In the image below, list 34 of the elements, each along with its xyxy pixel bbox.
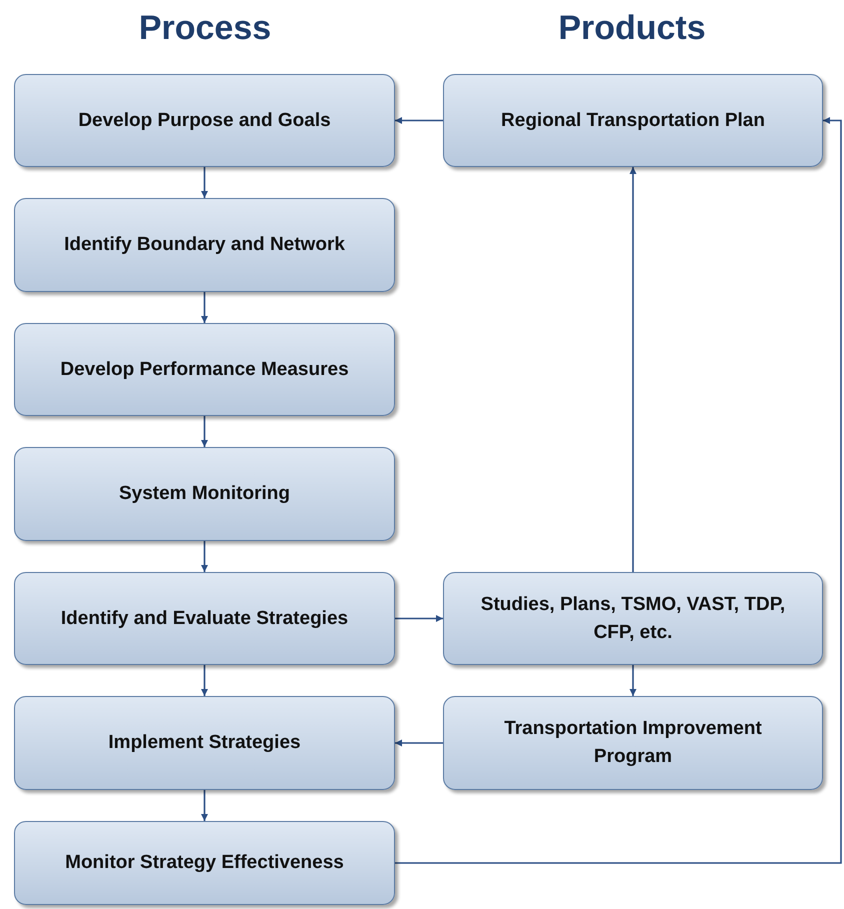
process-box — [14, 572, 395, 665]
column-heading: Products — [558, 8, 706, 48]
process-box — [14, 447, 395, 541]
box-label: Transportation Improvement Program — [503, 717, 763, 769]
column-heading: Process — [138, 8, 272, 48]
arrow — [395, 117, 842, 864]
process-box — [14, 821, 395, 905]
process-box — [443, 696, 823, 790]
process-box — [443, 74, 823, 167]
process-box — [14, 696, 395, 790]
arrow — [395, 615, 443, 622]
arrow — [201, 790, 208, 821]
arrow — [395, 117, 443, 124]
box-label: Identify and Evaluate Strategies — [60, 606, 348, 631]
box-label: Develop Purpose and Goals — [78, 108, 331, 133]
box-label: Develop Performance Measures — [60, 358, 349, 382]
process-box — [443, 572, 823, 665]
arrow — [630, 167, 636, 572]
box-label: Implement Strategies — [108, 731, 301, 756]
arrow — [201, 541, 208, 572]
arrow — [201, 665, 208, 696]
box-label: Studies, Plans, TSMO, VAST, TDP, CFP, etc. — [480, 592, 786, 644]
arrow — [201, 292, 208, 323]
process-box — [14, 323, 395, 416]
arrow — [201, 167, 208, 198]
arrow — [395, 740, 443, 746]
arrow — [630, 665, 636, 696]
arrow — [201, 416, 208, 447]
box-label: Monitor Strategy Effectiveness — [65, 851, 344, 876]
process-box — [14, 74, 395, 167]
process-box — [14, 198, 395, 292]
box-label: Identify Boundary and Network — [64, 233, 345, 258]
box-label: System Monitoring — [118, 482, 290, 506]
box-label: Regional Transportation Plan — [501, 108, 765, 133]
